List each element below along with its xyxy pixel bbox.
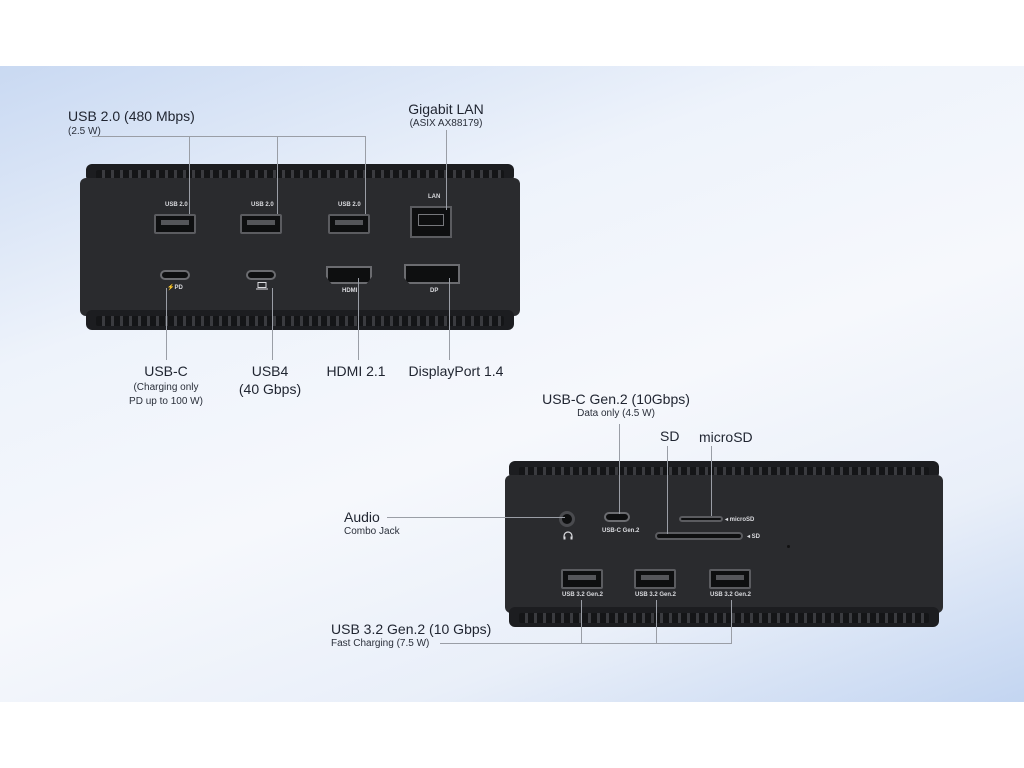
usb32-port-3 — [709, 569, 751, 589]
callout-usbc-gen2-title: USB-C Gen.2 (10Gbps) — [542, 391, 690, 407]
laptop-icon — [256, 282, 268, 290]
port-label-hdmi: HDMI — [342, 288, 358, 294]
callout-sd-title: SD — [660, 428, 680, 444]
usb32-port-1 — [561, 569, 603, 589]
dock-front-panel: USB-C Gen.2 ◂ microSD ◂ SD USB 3.2 Gen.2… — [505, 461, 943, 629]
usbc-gen2-port — [604, 512, 630, 522]
usb32-port-2 — [634, 569, 676, 589]
leader-usb32-1 — [581, 600, 582, 644]
sd-slot — [655, 532, 743, 540]
leader-usb20-1 — [189, 136, 190, 214]
leader-sd — [667, 446, 668, 534]
usb20-port-2 — [240, 214, 282, 234]
leader-usb20-2 — [277, 136, 278, 214]
leader-usbc-gen2 — [619, 424, 620, 514]
callout-microsd-title: microSD — [699, 429, 753, 445]
usbc-pd-port — [160, 270, 190, 280]
leader-lan — [446, 130, 447, 210]
usb4-port — [246, 270, 276, 280]
leader-audio — [387, 517, 565, 518]
port-label-microsd: ◂ microSD — [725, 517, 755, 523]
callout-hdmi-title: HDMI 2.1 — [326, 363, 386, 379]
port-label-usb32-2: USB 3.2 Gen.2 — [635, 592, 677, 598]
port-label-lan: LAN — [428, 194, 441, 200]
callout-audio-title: Audio — [344, 509, 380, 525]
leader-usb4 — [272, 288, 273, 360]
top-vent — [96, 170, 504, 180]
leader-usb20-3 — [365, 136, 366, 214]
dock-body — [505, 475, 943, 613]
usb20-port-1 — [154, 214, 196, 234]
callout-usbc-title: USB-C — [144, 363, 188, 379]
callout-usb20-sub: (2.5 W) — [68, 126, 101, 137]
status-led — [787, 545, 790, 548]
top-vent — [519, 467, 929, 477]
callout-usbc-sub1: (Charging only — [133, 382, 199, 393]
callout-usb20-title: USB 2.0 (480 Mbps) — [68, 108, 195, 124]
port-label-pd: ⚡PD — [167, 285, 183, 291]
callout-usb32-sub: Fast Charging (7.5 W) — [331, 638, 430, 649]
audio-jack — [559, 511, 575, 527]
hdmi-port — [326, 266, 372, 284]
dock-back-panel: USB 2.0 USB 2.0 USB 2.0 LAN ⚡PD HDMI DP — [80, 164, 520, 334]
port-label-usbc-gen2: USB-C Gen.2 — [602, 528, 640, 534]
port-label-dp: DP — [430, 288, 439, 294]
microsd-slot — [679, 516, 723, 522]
port-label-usb20-1: USB 2.0 — [165, 202, 188, 208]
port-label-usb32-1: USB 3.2 Gen.2 — [562, 592, 604, 598]
callout-usbc-gen2-sub: Data only (4.5 W) — [577, 408, 655, 419]
port-label-usb20-3: USB 2.0 — [338, 202, 361, 208]
callout-lan-title: Gigabit LAN — [408, 101, 484, 117]
callout-usb4-sub: (40 Gbps) — [238, 381, 302, 397]
bottom-vent — [96, 316, 504, 326]
headphone-icon — [563, 531, 573, 540]
callout-usb32-title: USB 3.2 Gen.2 (10 Gbps) — [331, 621, 492, 637]
leader-usb32-2 — [656, 600, 657, 644]
bottom-vent — [519, 613, 929, 623]
dock-body — [80, 178, 520, 316]
leader-hdmi — [358, 278, 359, 360]
leader-usbc — [166, 288, 167, 360]
port-label-sd: ◂ SD — [747, 534, 761, 540]
displayport-port — [404, 264, 460, 284]
product-backdrop: USB 2.0 USB 2.0 USB 2.0 LAN ⚡PD HDMI DP … — [0, 66, 1024, 702]
leader-dp — [449, 278, 450, 360]
callout-usbc-sub2: PD up to 100 W) — [129, 396, 203, 407]
leader-microsd — [711, 446, 712, 516]
lan-port — [410, 206, 452, 238]
callout-usb4-title: USB4 — [251, 363, 289, 379]
callout-lan-sub: (ASIX AX88179) — [409, 118, 483, 129]
leader-usb20-horizontal — [92, 136, 366, 137]
callout-dp-title: DisplayPort 1.4 — [408, 363, 504, 379]
port-label-usb20-2: USB 2.0 — [251, 202, 274, 208]
port-label-usb32-3: USB 3.2 Gen.2 — [710, 592, 752, 598]
leader-usb32-3 — [731, 600, 732, 644]
usb20-port-3 — [328, 214, 370, 234]
leader-usb32-horizontal — [440, 643, 732, 644]
callout-audio-sub: Combo Jack — [344, 526, 400, 537]
